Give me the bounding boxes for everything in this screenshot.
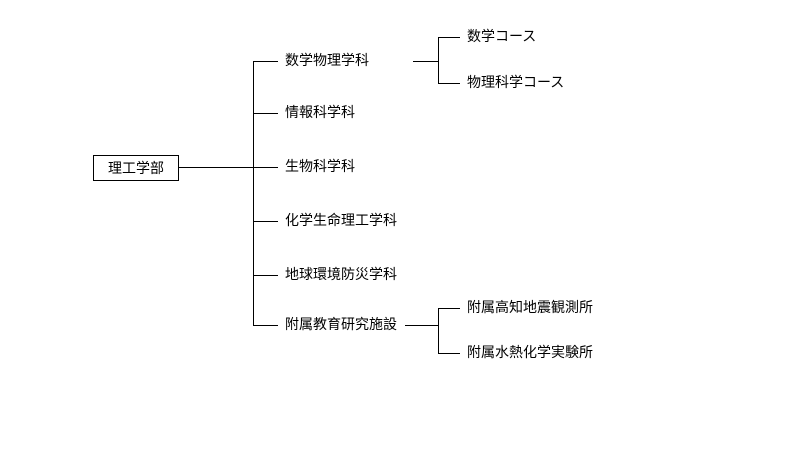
course-physical-science: 物理科学コース [467, 75, 565, 91]
facility-kochi-seismic-observatory: 附属高知地震観測所 [467, 300, 593, 316]
dept-earth-environment-disaster: 地球環境防災学科 [285, 267, 397, 283]
facility-hydrothermal-chemistry-lab: 附属水熱化学実験所 [467, 345, 593, 361]
dept-math-physics: 数学物理学科 [285, 53, 369, 69]
attached-education-research-facilities: 附属教育研究施設 [285, 317, 397, 333]
dept-biological-science: 生物科学科 [285, 159, 355, 175]
course-mathematics: 数学コース [467, 29, 537, 45]
dept-chemistry-life-science: 化学生命理工学科 [285, 213, 397, 229]
faculty-box: 理工学部 [93, 155, 179, 181]
faculty-label: 理工学部 [108, 161, 164, 177]
dept-information-science: 情報科学科 [285, 105, 355, 121]
